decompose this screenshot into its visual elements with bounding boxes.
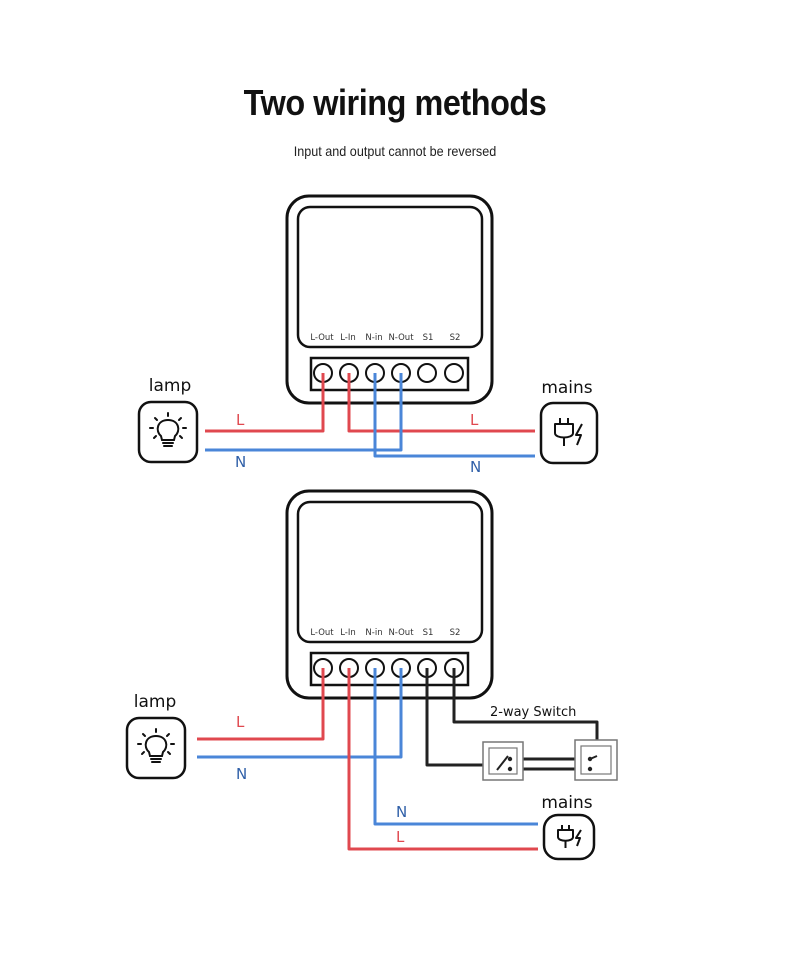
terminal-label-l-out: L-Out — [310, 628, 334, 638]
wire-live-mains — [347, 668, 538, 851]
wire-neutral-lamp — [205, 373, 403, 452]
wire-switch-s2 — [452, 668, 599, 756]
page-title: Two wiring methods — [243, 82, 547, 123]
terminal-screw — [417, 363, 437, 383]
lamp-label: lamp — [134, 692, 177, 712]
terminal-label-l-in: L-In — [340, 333, 356, 343]
terminal-label-n-in: N-in — [365, 628, 382, 638]
terminal-label-s1: S1 — [423, 628, 434, 638]
mains-label: mains — [541, 793, 592, 813]
terminal-label-l-out: L-Out — [310, 333, 334, 343]
mains-label: mains — [541, 378, 592, 398]
wire-label-l: L — [470, 411, 479, 429]
lamp-box — [137, 400, 199, 464]
switch-label: 2-way Switch — [490, 705, 576, 720]
plug-bolt-icon — [554, 418, 583, 446]
wire-label-n: N — [470, 458, 481, 476]
terminal-label-l-in: L-In — [340, 628, 356, 638]
terminal-screw — [444, 363, 464, 383]
wire-live-mains — [347, 373, 535, 433]
page-subtitle: Input and output cannot be reversed — [293, 143, 497, 159]
mains-box — [542, 813, 596, 861]
terminal-label-s2: S2 — [450, 628, 461, 638]
wire-label-n: N — [236, 765, 247, 783]
terminal-label-s1: S1 — [423, 333, 434, 343]
wire-label-n: N — [235, 453, 246, 471]
two-way-switch-left — [482, 741, 524, 781]
lamp-label: lamp — [149, 376, 192, 396]
wire-neutral-mains — [373, 373, 535, 458]
wire-label-n: N — [396, 803, 407, 821]
lightbulb-icon — [149, 412, 187, 447]
wire-neutral-mains — [373, 668, 538, 826]
two-way-switch-right — [574, 739, 618, 781]
lamp-box — [125, 716, 187, 780]
mains-box — [539, 401, 599, 465]
wire-label-l: L — [236, 411, 245, 429]
wire-neutral-lamp — [197, 668, 403, 759]
terminal-block-2 — [309, 651, 470, 687]
terminal-label-n-out: N-Out — [388, 628, 414, 638]
wire-label-l: L — [396, 828, 405, 846]
terminal-block-1 — [309, 356, 470, 392]
wire-live-lamp — [205, 373, 325, 433]
wire-label-l: L — [236, 713, 245, 731]
module-2-panel — [296, 500, 484, 644]
module-1-panel — [296, 205, 484, 349]
lightbulb-icon — [137, 728, 175, 763]
terminal-label-n-out: N-Out — [388, 333, 414, 343]
diagram-1: L-Out L-In N-in N-Out S1 S2 L N L N — [137, 194, 599, 476]
diagram-2: L-Out L-In N-in N-Out S1 S2 — [125, 489, 618, 861]
terminal-label-n-in: N-in — [365, 333, 382, 343]
wire-live-lamp — [197, 668, 325, 741]
terminal-label-s2: S2 — [450, 333, 461, 343]
plug-bolt-icon — [557, 825, 582, 848]
